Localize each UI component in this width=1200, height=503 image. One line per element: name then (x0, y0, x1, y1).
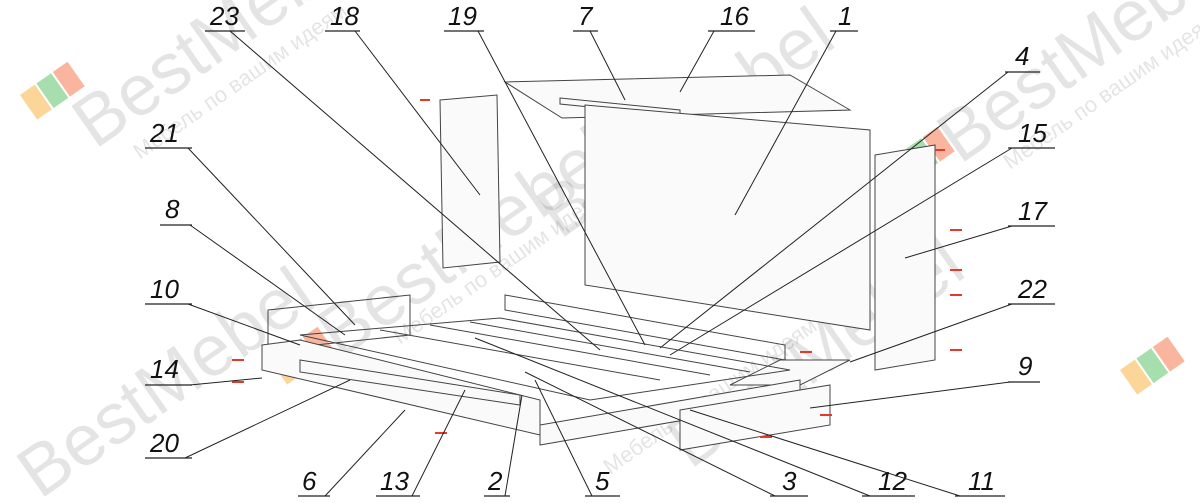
parts-layer (261, 74, 936, 451)
part-bed-frame (299, 317, 791, 401)
callout-number: 11 (968, 466, 995, 496)
callout-21: 21 (145, 118, 356, 326)
callout-14: 14 (145, 354, 263, 386)
callout-number: 23 (209, 1, 239, 31)
callout-number: 17 (1018, 196, 1048, 226)
callout-19: 19 (444, 1, 646, 346)
callout-23: 23 (205, 1, 601, 351)
callout-number: 22 (1017, 274, 1047, 304)
watermark-logo-icon (1120, 336, 1185, 395)
callout-number: 5 (595, 466, 610, 496)
callout-3: 3 (524, 371, 808, 497)
callout-number: 14 (150, 354, 179, 384)
callout-20: 20 (145, 379, 351, 459)
part-cross-member (469, 321, 751, 373)
part-end-board (679, 384, 831, 451)
callout-leader-line (809, 381, 1011, 409)
callout-leader-line (324, 409, 406, 497)
callout-number: 6 (302, 466, 317, 496)
part-back-panel (584, 104, 871, 331)
callout-leader-line (589, 30, 626, 101)
callout-leader-line (187, 303, 301, 346)
part-cross-member (429, 324, 711, 376)
callout-1: 1 (734, 1, 858, 216)
callout-number: 15 (1018, 118, 1047, 148)
callout-number: 20 (149, 428, 179, 458)
callout-leader-line (187, 147, 356, 326)
callout-leader-line (474, 337, 871, 497)
callout-number: 16 (720, 1, 749, 31)
callout-10: 10 (145, 274, 301, 346)
callout-11: 11 (689, 409, 1005, 497)
hardware-marks (232, 99, 962, 438)
callout-7: 7 (573, 1, 626, 101)
callout-leader-line (189, 377, 263, 386)
callout-leader-line (504, 394, 523, 497)
callout-2: 2 (484, 394, 523, 497)
callout-leader-line (189, 224, 346, 336)
callout-number: 10 (150, 274, 179, 304)
callout-number: 1 (838, 1, 852, 31)
part-rear-rail (504, 294, 786, 361)
callout-number: 12 (878, 466, 907, 496)
part-top-panel (503, 74, 852, 119)
callout-number: 4 (1015, 41, 1029, 71)
callout-leader-line (734, 30, 837, 216)
callout-5: 5 (534, 379, 620, 497)
callout-leader-line (689, 409, 961, 497)
callout-leader-line (477, 30, 646, 346)
callout-leader-line (354, 30, 481, 196)
callout-leader-line (524, 371, 776, 497)
callout-18: 18 (325, 1, 481, 196)
watermark-logo-icon (20, 61, 85, 120)
callout-17: 17 (904, 196, 1055, 259)
callout-leader-line (229, 30, 601, 351)
callout-number: 2 (487, 466, 503, 496)
callout-leader-line (679, 30, 715, 93)
callout-number: 18 (330, 1, 359, 31)
watermark-brand: BestMebel (923, 0, 1200, 178)
callout-number: 3 (782, 466, 797, 496)
callout-9: 9 (809, 351, 1040, 409)
callout-leader-line (534, 379, 593, 497)
callout-leader-line (669, 147, 1013, 356)
callout-number: 7 (578, 1, 594, 31)
callout-number: 13 (380, 466, 409, 496)
callout-4: 4 (659, 41, 1040, 349)
callout-number: 8 (165, 194, 180, 224)
callout-leader-line (184, 379, 351, 459)
callout-15: 15 (669, 118, 1055, 356)
callout-16: 16 (679, 1, 755, 93)
callout-22: 22 (849, 274, 1055, 363)
callout-leader-line (849, 303, 1013, 363)
callout-leader-line (411, 389, 466, 497)
callout-13: 13 (376, 389, 466, 497)
callout-number: 9 (1018, 351, 1032, 381)
callout-leader-line (659, 71, 1009, 349)
callout-leader-line (904, 225, 1013, 259)
callout-8: 8 (160, 194, 346, 336)
part-cross-member (379, 329, 661, 381)
callout-number: 19 (448, 1, 477, 31)
callout-6: 6 (298, 409, 406, 497)
callout-number: 21 (149, 118, 179, 148)
